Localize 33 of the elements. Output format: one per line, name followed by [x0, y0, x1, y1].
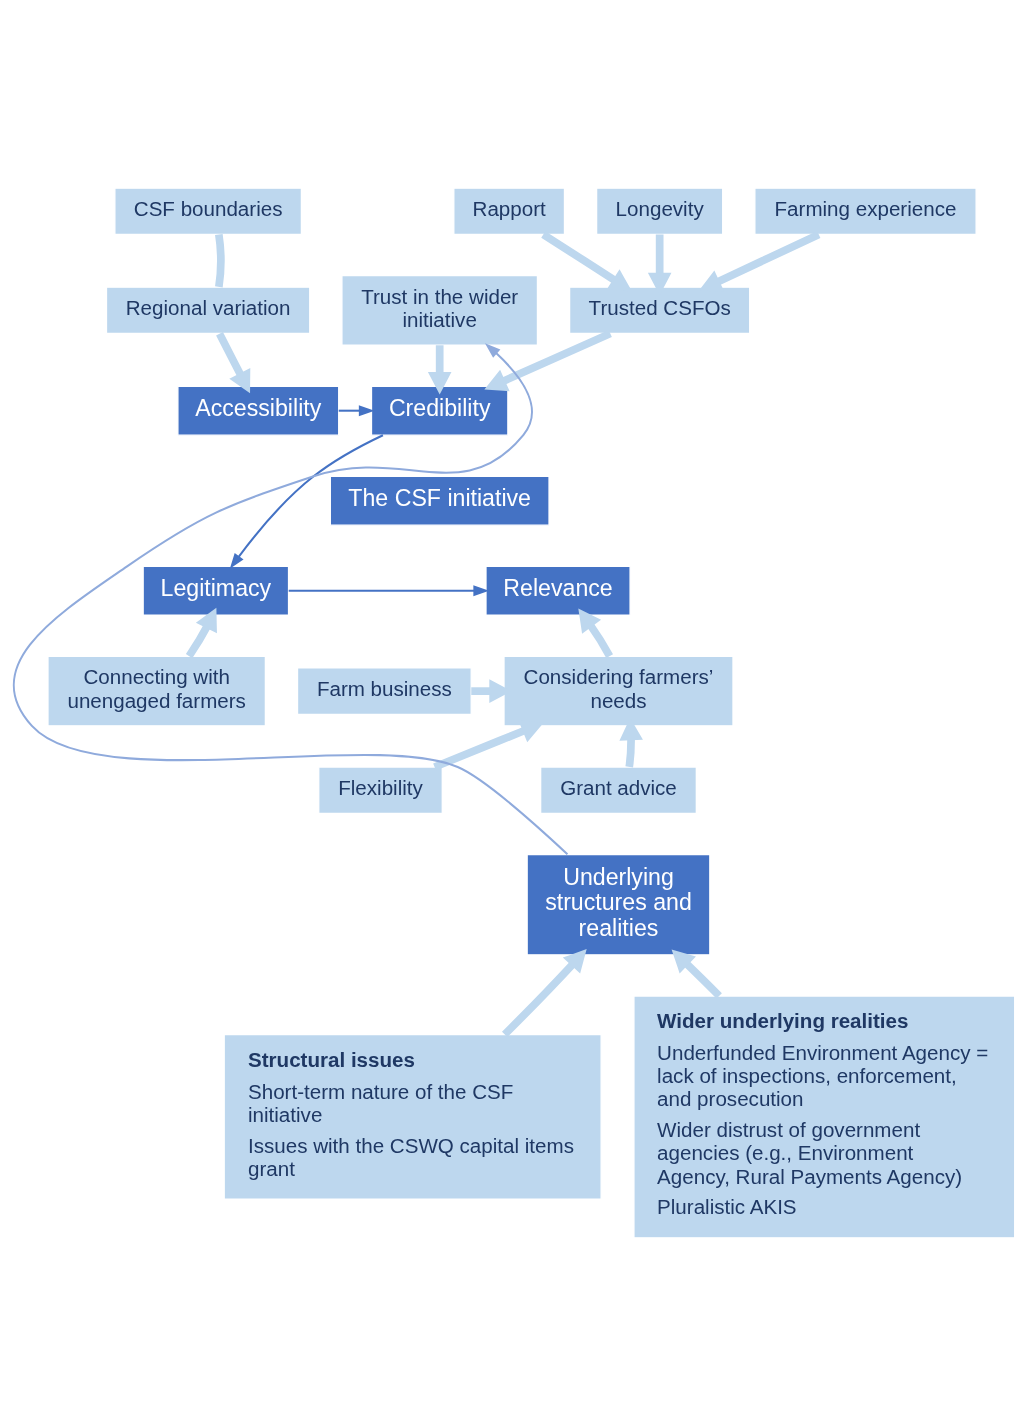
- node-box: Farm business: [296, 666, 472, 715]
- arrow: [288, 584, 490, 596]
- node-box: Grant advice: [540, 765, 697, 814]
- node-box: Structural issues Short-term nature of the CSF initiative Issues with the CSWQ capital items grant: [223, 1033, 602, 1200]
- node-box: Rapport: [453, 187, 566, 235]
- node-box: Trust in the wider initiative: [341, 274, 539, 346]
- arrow: [578, 608, 613, 658]
- node-box: Farming experience: [754, 187, 977, 235]
- node-box: The CSF initiative: [329, 475, 550, 526]
- node-box: Wider underlying realities Underfunded Environment Agency = lack of inspections, enforcement, and prosecution Wider distrust of government agencies (e.g., Environment Agency, Rural Payments Agency) Pluralistic AKIS: [633, 994, 1016, 1238]
- arrow: [671, 948, 722, 999]
- node-box: Credibility: [370, 385, 509, 436]
- node-box: CSF boundaries: [114, 187, 303, 235]
- connector: [215, 233, 225, 287]
- arrow: [501, 948, 587, 1037]
- node-box: Considering farmers’ needs: [503, 655, 734, 726]
- arrow: [229, 433, 384, 569]
- node-box: Underlying structures and realities: [526, 853, 711, 955]
- node-box: Accessibility: [177, 385, 340, 436]
- arrow: [185, 607, 217, 658]
- node-box: Legitimacy: [142, 565, 290, 616]
- arrow: [541, 230, 633, 291]
- node-box: Longevity: [596, 187, 724, 235]
- node-box: Relevance: [485, 565, 631, 616]
- node-box: Trusted CSFOs: [568, 286, 751, 334]
- arrow: [484, 329, 612, 391]
- arrow: [216, 331, 251, 393]
- arrow: [12, 342, 569, 855]
- arrow: [427, 344, 452, 394]
- arrow: [338, 404, 375, 416]
- node-box: Connecting with unengaged farmers: [47, 655, 267, 726]
- node-box: Regional variation: [105, 286, 311, 334]
- node-box: Flexibility: [318, 765, 443, 814]
